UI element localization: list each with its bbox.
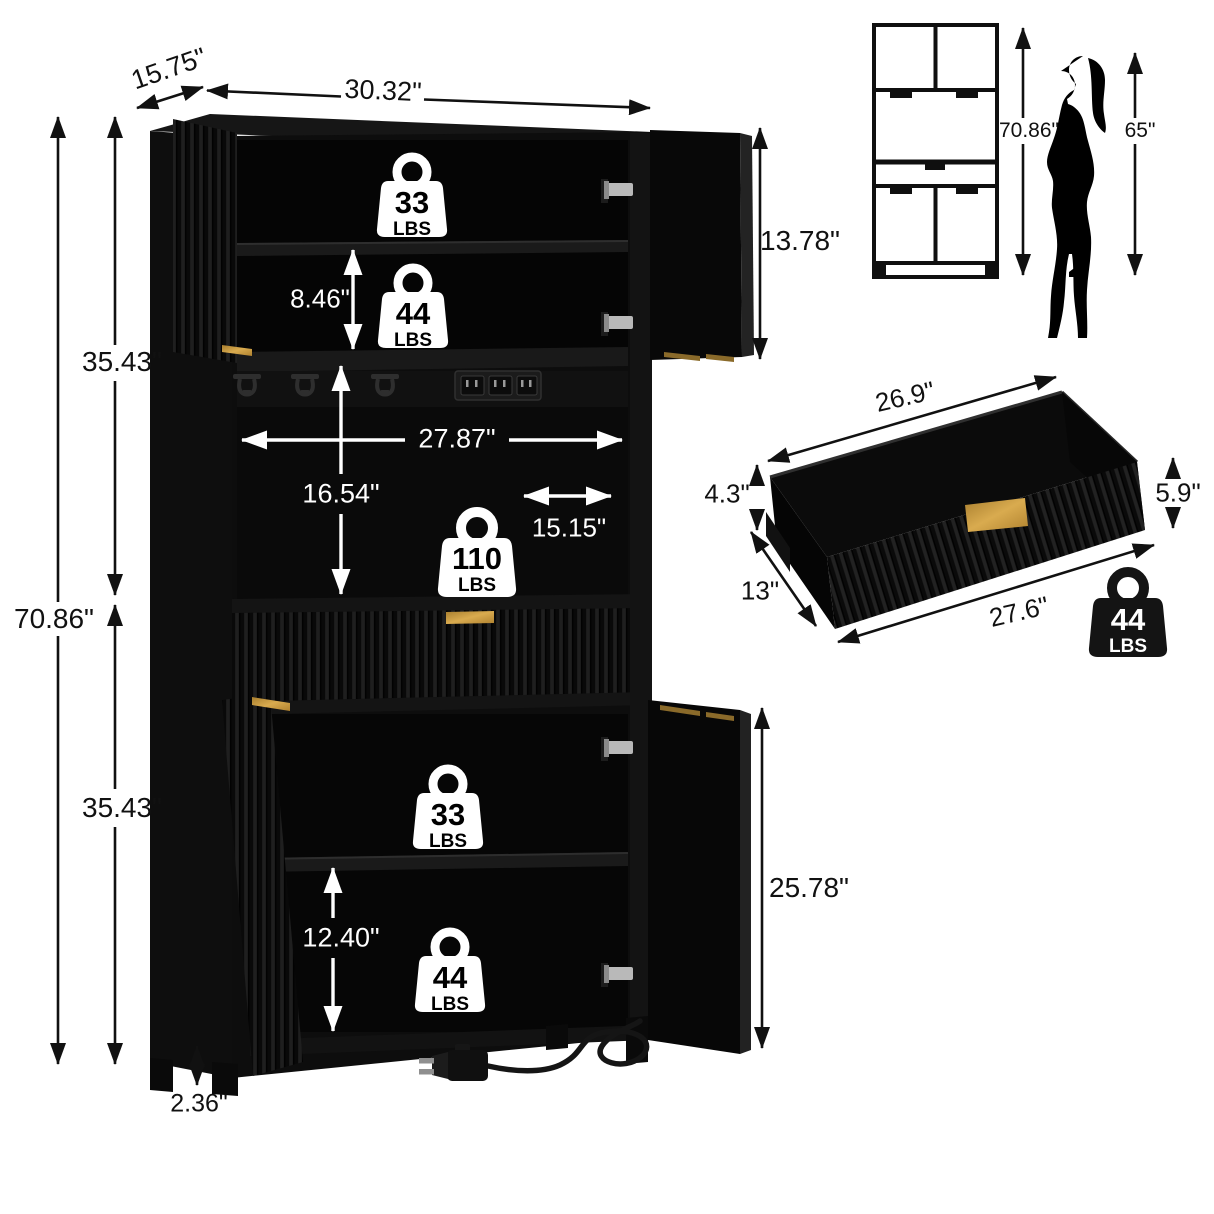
weight-badge-upper-44-icon (377, 263, 449, 348)
power-strip-icon (454, 370, 542, 401)
person-silhouette (1047, 56, 1106, 338)
hinge-icon (601, 312, 633, 336)
hook-icon (233, 374, 261, 397)
cabinet-elevation-diagram (872, 23, 999, 279)
weight-badge-110-icon (437, 507, 517, 597)
hinge-icon (601, 179, 633, 203)
lower-right-door (648, 700, 751, 1054)
cabinet-illustration (150, 114, 754, 1096)
hook-icon (371, 374, 399, 397)
drawer-handle (965, 498, 1028, 532)
lower-left-door (222, 694, 303, 1076)
upper-left-door (173, 119, 237, 363)
dimension-lines-black (50, 27, 1181, 1086)
hinge-icon (601, 963, 633, 987)
weight-badge-upper-33-icon (376, 152, 448, 237)
plug-icon (419, 1018, 650, 1081)
weight-badge-lower-33-icon (412, 764, 484, 849)
drawer-diagram (766, 390, 1145, 629)
hook-icon (291, 374, 319, 397)
drawer-handle (446, 611, 494, 624)
drawer-front (232, 608, 648, 702)
hinge-icon (601, 737, 633, 761)
upper-right-door (650, 130, 754, 362)
weight-badge-drawer-44-icon (1088, 567, 1168, 657)
dimension-lines-white (241, 249, 623, 1032)
weight-badge-lower-44-icon (414, 927, 486, 1012)
